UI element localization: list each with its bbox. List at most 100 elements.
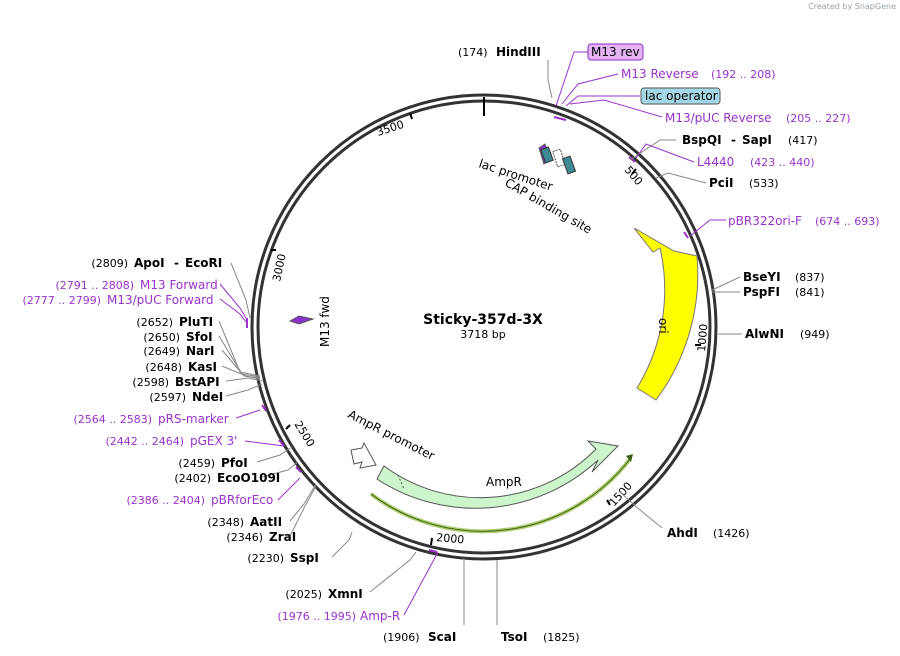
svg-text:1000: 1000 (695, 323, 710, 352)
ori-label: ori (656, 318, 670, 334)
nari-site[interactable]: NarI (186, 344, 215, 358)
scai-site[interactable]: ScaI (428, 630, 456, 644)
m13-fwd-marker[interactable] (288, 315, 315, 325)
aatii-site[interactable]: AatII (250, 515, 282, 529)
pfoi-position: (2459) (178, 457, 215, 470)
xmni-site[interactable]: XmnI (328, 587, 363, 601)
tsoi-site[interactable]: TsoI (501, 630, 527, 644)
ecoo109i-position: (2402) (174, 472, 211, 485)
kasi-site[interactable]: KasI (188, 360, 217, 374)
tick-3500: 3500 (375, 112, 413, 139)
pfoi-site[interactable]: PfoI (221, 456, 248, 470)
m13-puc-forward-name[interactable]: M13/pUC Forward (107, 293, 214, 307)
svg-text:3000: 3000 (270, 253, 289, 283)
m13-puc-reverse-name[interactable]: M13/pUC Reverse (665, 111, 772, 125)
ecoo109i-site[interactable]: EcoO109I (217, 471, 280, 485)
ampr-orf-arrowhead (626, 454, 633, 462)
zrai-site[interactable]: ZraI (269, 530, 296, 544)
kasi-position: (2648) (145, 361, 182, 374)
amp-r-name[interactable]: Amp-R (360, 609, 400, 623)
l4440-range: (423 .. 440) (750, 156, 815, 169)
pluti-site[interactable]: PluTI (179, 315, 213, 329)
pspfi-site[interactable]: PspFI (743, 285, 780, 299)
tick-1500: 1500 (606, 480, 635, 510)
m13-puc-forward-range: (2777 .. 2799) (22, 294, 101, 307)
svg-text:2000: 2000 (436, 531, 465, 546)
nari-position: (2649) (143, 345, 180, 358)
tick-500: 500 (622, 164, 645, 188)
ecori-site[interactable]: EcoRI (185, 256, 222, 270)
sspi-position: (2230) (247, 552, 284, 565)
svg-text:500: 500 (622, 164, 645, 188)
m13-rev-box-label: M13 rev (591, 45, 640, 59)
m13-forward-range: (2791 .. 2808) (55, 279, 134, 292)
tick-1000: 1000 (695, 323, 710, 352)
bseyi-site[interactable]: BseYI (743, 270, 781, 284)
aatii-position: (2348) (207, 516, 244, 529)
scai-position: (1906) (383, 631, 420, 644)
enzyme-leader-lines (218, 60, 742, 625)
pbr322ori-name[interactable]: pBR322ori-F (728, 214, 802, 228)
l4440-name[interactable]: L4440 (697, 155, 734, 169)
bspqi-position: (417) (788, 134, 818, 147)
m13-reverse-name[interactable]: M13 Reverse (621, 67, 699, 81)
ahdi-position: (1426) (713, 527, 750, 540)
cap-binding-site-marker[interactable] (561, 155, 577, 175)
apoi-site[interactable]: ApoI (134, 256, 165, 270)
ampr-label: AmpR (486, 475, 522, 489)
alwni-site[interactable]: AlwNI (745, 327, 784, 341)
pluti-position: (2652) (136, 316, 173, 329)
ori-feature-arrow[interactable] (633, 227, 699, 401)
pbr322ori-range: (674 .. 693) (815, 215, 880, 228)
m13-fwd-label: M13 fwd (318, 296, 332, 347)
m13-reverse-range: (192 .. 208) (711, 68, 776, 81)
ampr-promoter-dashed-mark (397, 474, 405, 490)
ampr-feature-arrow[interactable] (376, 440, 620, 509)
pgex3-name[interactable]: pGEX 3' (190, 434, 237, 448)
pcii-site[interactable]: PciI (709, 176, 734, 190)
apoi-position: (2809) (91, 257, 128, 270)
primer-ticks (246, 116, 689, 553)
pgex3-range: (2442 .. 2464) (105, 435, 184, 448)
lac-operator-box[interactable] (640, 87, 721, 105)
pbrforeco-range: (2386 .. 2404) (126, 494, 205, 507)
ndei-position: (2597) (149, 391, 186, 404)
plasmid-length: 3718 bp (460, 328, 505, 341)
bstapi-site[interactable]: BstAPI (175, 375, 220, 389)
lac-operator-marker[interactable] (540, 146, 554, 164)
pbrforeco-name[interactable]: pBRforEco (211, 493, 273, 507)
plasmid-name: Sticky-357d-3X (423, 312, 543, 328)
hindiii-site[interactable]: HindIII (496, 45, 541, 59)
tsoi-position: (1825) (543, 631, 580, 644)
ndei-site[interactable]: NdeI (192, 390, 223, 404)
pspfi-position: (841) (795, 286, 825, 299)
backbone-outer-ring (250, 93, 718, 561)
m13-forward-name[interactable]: M13 Forward (140, 278, 218, 292)
sfoi-position: (2650) (143, 331, 180, 344)
m13-rev-box[interactable] (587, 43, 644, 61)
hindiii-position: (174) (458, 46, 488, 59)
sspi-site[interactable]: SspI (290, 551, 319, 565)
prs-marker-range: (2564 .. 2583) (73, 413, 152, 426)
bspqi-site[interactable]: BspQI (682, 133, 722, 147)
amp-r-range: (1976 .. 1995) (277, 610, 356, 623)
prs-marker-name[interactable]: pRS-marker (158, 412, 229, 426)
lac-promoter-marker[interactable] (552, 148, 566, 168)
ahdi-site[interactable]: AhdI (667, 526, 698, 540)
svg-text:2500: 2500 (291, 419, 317, 450)
svg-text:1500: 1500 (607, 480, 635, 510)
tick-2000: 2000 (430, 531, 465, 546)
tick-3000: 3000 (270, 249, 289, 283)
zrai-position: (2346) (226, 531, 263, 544)
apoi-separator: - (174, 256, 179, 270)
alwni-position: (949) (800, 328, 830, 341)
bseyi-position: (837) (795, 271, 825, 284)
bstapi-position: (2598) (132, 376, 169, 389)
primer-leader-lines (219, 51, 726, 616)
sfoi-site[interactable]: SfoI (186, 330, 213, 344)
sapi-site[interactable]: SapI (742, 133, 772, 147)
ampr-promoter-arrow[interactable] (350, 441, 377, 469)
m13-puc-reverse-range: (205 .. 227) (786, 112, 851, 125)
pcii-position: (533) (749, 177, 779, 190)
